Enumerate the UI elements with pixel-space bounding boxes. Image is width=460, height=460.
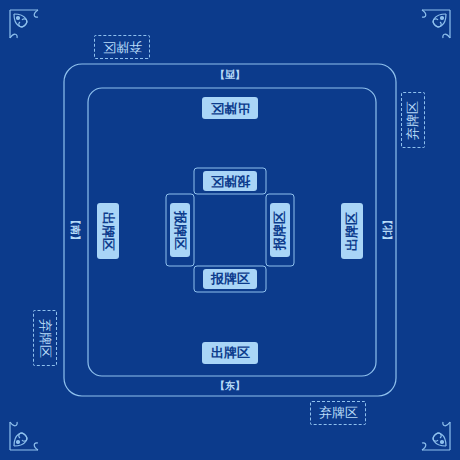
inner-border [88, 88, 376, 376]
wind-label: 【东】 [214, 379, 246, 393]
zone-label: 弃牌区 [36, 319, 54, 358]
wind-label: 【西】 [214, 67, 246, 81]
discard-zone: 弃牌区 [401, 92, 425, 148]
zone-label: 出牌区 [343, 212, 361, 251]
play-zone: 出牌区 [202, 97, 258, 119]
report-zone: 报牌区 [170, 203, 190, 257]
center-frame [166, 168, 294, 292]
zone-label: 出牌区 [99, 212, 117, 251]
wind-label: 【南】 [68, 214, 82, 246]
corner-ornaments [10, 10, 450, 450]
play-zone: 出牌区 [341, 203, 363, 259]
outer-border [64, 64, 396, 396]
zone-label: 出牌区 [211, 344, 250, 362]
discard-zone: 弃牌区 [33, 310, 57, 366]
wind-label: 【北】 [381, 214, 395, 246]
discard-zone: 弃牌区 [310, 401, 366, 425]
play-zone: 出牌区 [202, 342, 258, 364]
report-zone: 报牌区 [203, 269, 257, 289]
discard-zone: 弃牌区 [94, 35, 150, 59]
zone-label: 报牌区 [211, 172, 250, 190]
zone-label: 出牌区 [211, 99, 250, 117]
play-zone: 出牌区 [97, 203, 119, 259]
report-zone: 报牌区 [270, 203, 290, 257]
zone-label: 弃牌区 [404, 101, 422, 140]
zone-label: 报牌区 [211, 270, 250, 288]
report-zone: 报牌区 [203, 171, 257, 191]
zone-label: 报牌区 [271, 211, 289, 250]
zone-label: 弃牌区 [319, 404, 358, 422]
zone-label: 弃牌区 [103, 38, 142, 56]
zone-label: 报牌区 [171, 211, 189, 250]
